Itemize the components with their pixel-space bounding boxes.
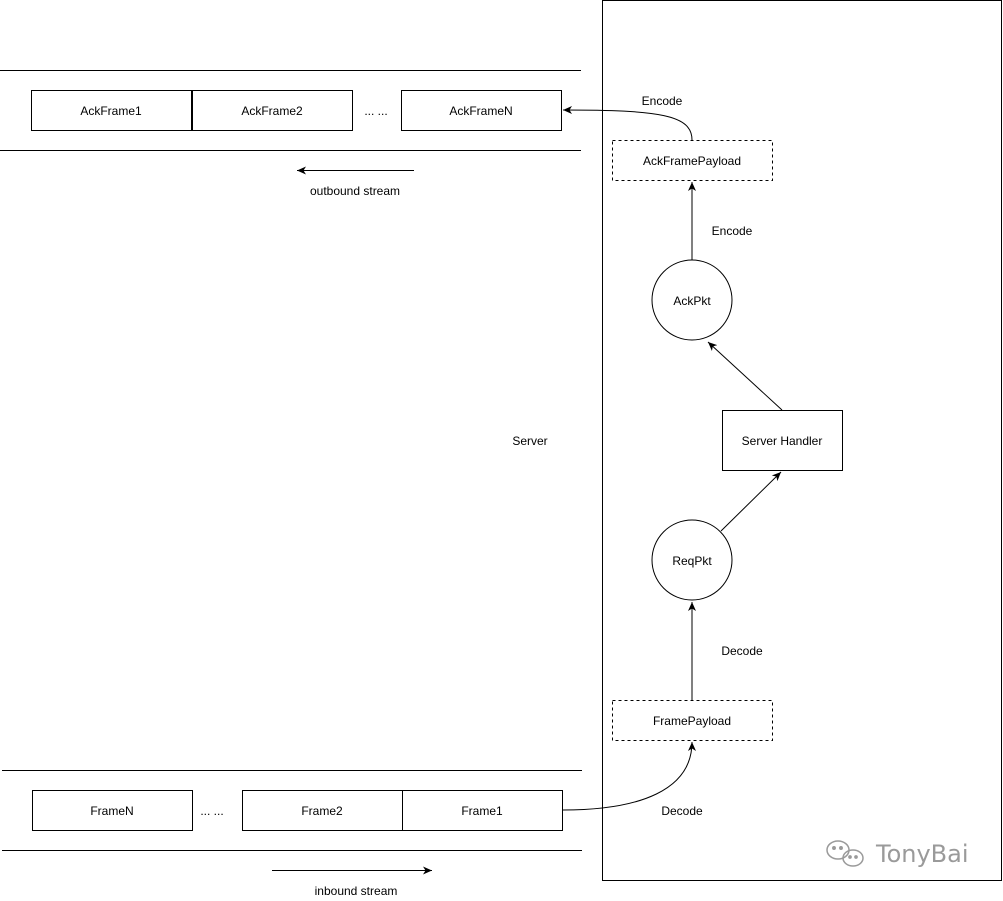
server-label: Server [512,434,547,448]
watermark: TonyBai [826,840,969,868]
edge-decode-mid-label: Decode [721,644,763,658]
frame-n-box [32,790,193,831]
wechat-icon [826,840,864,867]
ack-frame-payload-box [612,140,773,181]
edge-ack-payload-to-ack-frame-n [562,106,693,141]
edge-req-pkt-to-handler [720,471,782,532]
ack-frame-n-label: AckFrameN [449,104,512,118]
inbound-ellipsis: ... ... [200,804,223,818]
inbound-stream-label: inbound stream [315,884,398,898]
ack-frame-payload-label: AckFramePayload [643,154,741,168]
frame-2-label: Frame2 [301,804,343,818]
outbound-stream: AckFrame1 AckFrame2 ... ... AckFrameN ou… [0,70,581,198]
ack-frame-1-label: AckFrame1 [80,104,142,118]
server-handler-box [722,410,843,471]
frame-1-label: Frame1 [461,804,503,818]
ack-frame-2-box [192,90,353,131]
edge-decode-bottom-label: Decode [661,804,703,818]
server-handler-label: Server Handler [742,434,823,448]
outbound-stream-label: outbound stream [310,184,400,198]
frame-1-box [402,790,563,831]
edge-encode-top-label: Encode [642,94,683,108]
ack-frame-n-box [401,90,562,131]
frame-payload-box [612,700,773,741]
req-pkt-node [651,519,733,601]
edge-frame1-to-frame-payload [562,741,696,811]
ack-frame-1-box [31,90,192,131]
outbound-ellipsis: ... ... [364,104,387,118]
watermark-text: TonyBai [875,840,969,868]
req-pkt-label: ReqPkt [672,554,712,568]
frame-payload-label: FramePayload [653,714,731,728]
inbound-stream: FrameN ... ... Frame2 Frame1 inbound str… [2,770,582,898]
ack-pkt-label: AckPkt [673,294,711,308]
frame-n-label: FrameN [90,804,133,818]
ack-frame-2-label: AckFrame2 [241,104,303,118]
edge-encode-mid-label: Encode [712,224,753,238]
frame-2-box [242,790,403,831]
edge-handler-to-ack-pkt [707,341,783,411]
